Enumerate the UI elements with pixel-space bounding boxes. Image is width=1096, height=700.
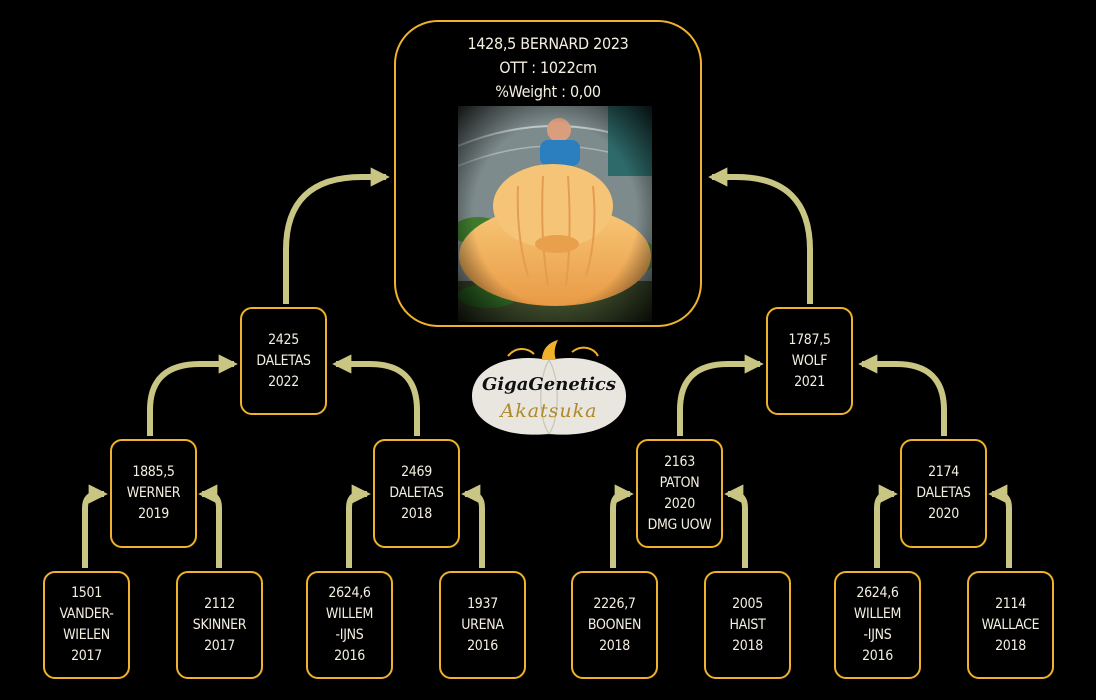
node-weight: 2163 (664, 453, 695, 470)
node-grower: WILLEM (853, 606, 902, 622)
connector-skinner-to-werner (198, 484, 222, 568)
node-grower: VANDER- (59, 606, 114, 622)
node-grower: WALLACE (981, 616, 1040, 633)
node-grower: BOONEN (587, 616, 642, 633)
node-grower: WERNER (126, 485, 181, 501)
logo-subtitle: Akatsuka (500, 400, 598, 422)
node-year: 2016 (862, 648, 893, 664)
node-weight: 2112 (204, 595, 235, 612)
node-weight: 2624,6 (856, 585, 899, 601)
node-weight: 2425 (268, 331, 299, 348)
node-year: 2016 (467, 637, 498, 654)
root-title: 1428,5 BERNARD 2023 (467, 34, 629, 53)
pedigree-node-2114-wallace: 2114 WALLACE 2018 (967, 571, 1054, 679)
pedigree-node-1885-werner: 1885,5 WERNER 2019 (110, 439, 197, 548)
node-grower-cont: WIELEN (63, 627, 110, 643)
node-grower: HAIST (729, 616, 766, 633)
connector-l1-left-to-root (283, 167, 390, 304)
connector-werner-to-daletas (147, 354, 238, 436)
connector-daletas2018-to-daletas (332, 354, 420, 436)
node-year: 2021 (794, 373, 825, 390)
node-year: 2018 (995, 637, 1026, 654)
node-year: 2017 (204, 637, 235, 654)
node-year: 2018 (599, 637, 630, 654)
pedigree-node-1937-urena: 1937 URENA 2016 (439, 571, 526, 679)
node-grower: PATON (659, 474, 700, 491)
node-weight: 2469 (401, 464, 432, 480)
node-grower: DALETAS (916, 485, 971, 501)
pedigree-node-2469-daletas: 2469 DALETAS 2018 (373, 439, 460, 548)
pedigree-node-1787-wolf: 1787,5 WOLF 2021 (766, 307, 853, 415)
node-year: 2018 (732, 637, 763, 654)
node-weight: 2114 (995, 595, 1026, 612)
pedigree-node-2112-skinner: 2112 SKINNER 2017 (176, 571, 263, 679)
node-year: 2016 (334, 648, 365, 664)
node-grower-cont: -IJNS (863, 627, 892, 643)
pedigree-node-2624-willemijns: 2624,6 WILLEM -IJNS 2016 (306, 571, 393, 679)
pedigree-node-2174-daletas: 2174 DALETAS 2020 (900, 439, 987, 548)
node-year: 2017 (71, 648, 102, 664)
pumpkin-photo (458, 106, 652, 322)
root-weight: %Weight : 0,00 (495, 82, 601, 101)
node-weight: 2226,7 (593, 595, 636, 612)
node-weight: 2005 (732, 595, 763, 612)
node-grower-cont: -IJNS (335, 627, 364, 643)
node-grower: SKINNER (192, 616, 247, 633)
node-weight: 2624,6 (328, 585, 371, 601)
root-pumpkin-card: 1428,5 BERNARD 2023 OTT : 1022cm %Weight… (394, 20, 702, 327)
connector-boonen-to-paton (610, 484, 634, 568)
node-grower: URENA (461, 616, 504, 633)
node-year: 2022 (268, 373, 299, 390)
logo-wordmark: GigaGenetics (481, 374, 617, 395)
connector-willemijns-to-daletas2018 (346, 484, 371, 568)
node-note: DMG UOW (647, 516, 712, 533)
pedigree-node-1501-vanderwielen: 1501 VANDER- WIELEN 2017 (43, 571, 130, 679)
node-year: 2018 (401, 506, 432, 522)
connector-wallace-to-daletas2020 (988, 484, 1012, 568)
node-grower: DALETAS (389, 485, 444, 501)
node-weight: 2174 (928, 464, 959, 480)
pedigree-node-2226-boonen: 2226,7 BOONEN 2018 (571, 571, 658, 679)
node-year: 2019 (138, 506, 169, 522)
pedigree-node-2005-haist: 2005 HAIST 2018 (704, 571, 791, 679)
connector-willemijns-to-daletas2020 (874, 484, 898, 568)
node-year: 2020 (664, 495, 695, 512)
connector-l1-right-to-root (708, 167, 813, 304)
node-weight: 1787,5 (788, 331, 831, 348)
node-grower: DALETAS (256, 352, 311, 369)
connector-daletas2020-to-wolf (858, 354, 947, 436)
gigagenetics-logo: GigaGenetics Akatsuka (468, 338, 630, 442)
pedigree-node-2163-paton: 2163 PATON 2020 DMG UOW (636, 439, 723, 548)
node-weight: 1501 (71, 585, 102, 601)
node-grower: WILLEM (325, 606, 374, 622)
node-year: 2020 (928, 506, 959, 522)
pedigree-node-2425-daletas: 2425 DALETAS 2022 (240, 307, 327, 415)
connector-paton-to-wolf (677, 354, 764, 436)
root-ott: OTT : 1022cm (499, 58, 597, 77)
pedigree-node-2624-willemijns-b: 2624,6 WILLEM -IJNS 2016 (834, 571, 921, 679)
connector-haist-to-paton (724, 484, 748, 568)
node-grower: WOLF (791, 352, 828, 369)
node-weight: 1937 (467, 595, 498, 612)
connector-vanderwielen-to-werner (82, 484, 108, 568)
connector-urena-to-daletas2018 (461, 484, 485, 568)
node-weight: 1885,5 (132, 464, 175, 480)
